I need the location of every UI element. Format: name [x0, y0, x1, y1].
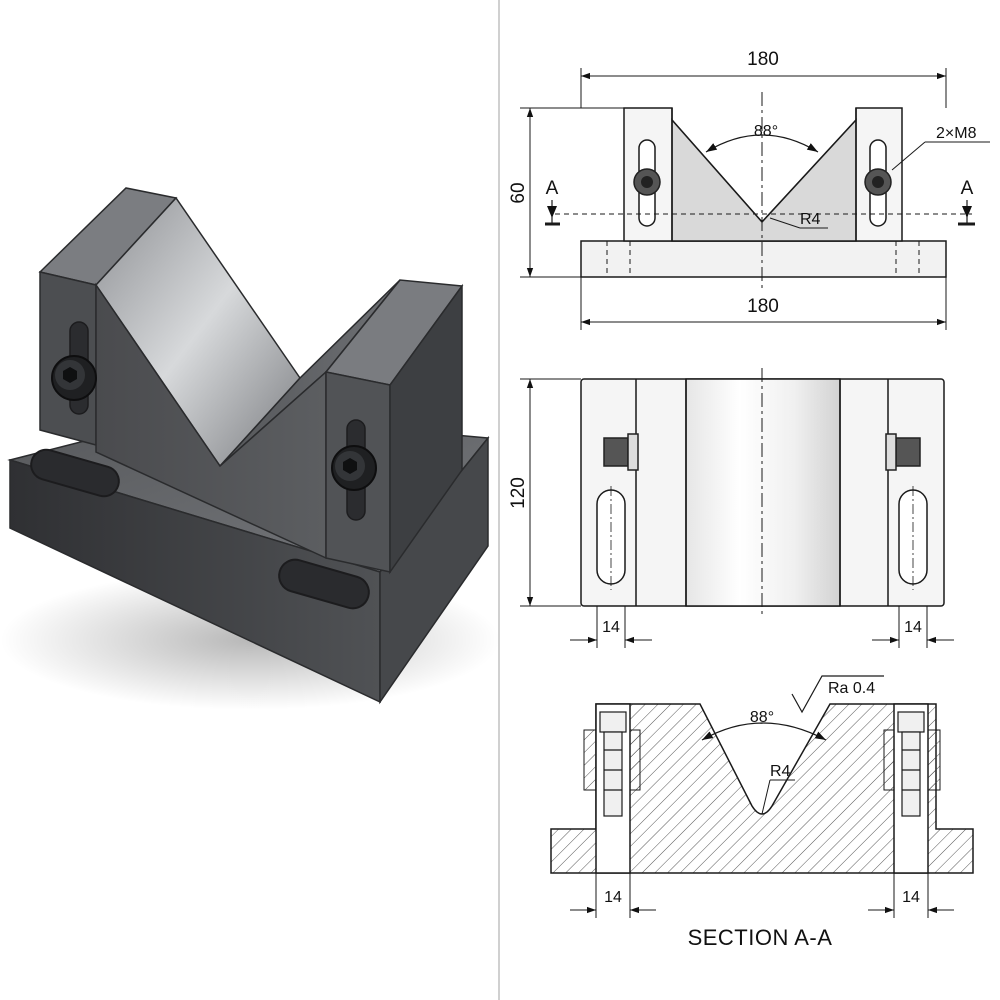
section-view-dim-hole-right: 14 [902, 889, 920, 906]
front-view [520, 68, 990, 330]
front-view-dim-radius: R4 [800, 211, 821, 228]
front-view-base [580, 240, 947, 278]
top-view [520, 368, 954, 648]
section-mark-right: A [961, 178, 974, 199]
socket-screw-left [51, 355, 97, 401]
front-view-dim-base-width: 180 [747, 296, 779, 317]
top-view-screw-left [603, 433, 639, 471]
base-slot-right [278, 558, 370, 610]
front-view-thread-callout: 2×M8 [936, 125, 977, 142]
base-slot-left [30, 448, 120, 498]
section-view-screw-left [599, 711, 627, 817]
section-view-surface-finish: Ra 0.4 [828, 680, 875, 697]
section-view-title: SECTION A-A [688, 925, 833, 950]
socket-screw-right [331, 445, 377, 491]
top-view-dim-slot-right: 14 [904, 619, 922, 636]
top-view-dim-depth: 120 [508, 477, 529, 509]
vblock-right-jaw-side [389, 283, 463, 575]
front-view-dim-height: 60 [508, 182, 529, 203]
front-view-dim-overall-width: 180 [747, 49, 779, 70]
top-view-screw-right [885, 433, 921, 471]
section-view-hatched-body [550, 703, 974, 874]
section-view-dim-angle: 88° [750, 709, 774, 726]
section-view-dim-hole-left: 14 [604, 889, 622, 906]
section-mark-left: A [546, 178, 559, 199]
front-view-dim-angle: 88° [754, 123, 778, 140]
section-view-dim-radius: R4 [770, 763, 791, 780]
section-view-screw-right [897, 711, 925, 817]
product-render [0, 187, 500, 710]
top-view-dim-slot-left: 14 [602, 619, 620, 636]
section-view [550, 675, 974, 918]
top-view-v-groove [685, 378, 841, 607]
